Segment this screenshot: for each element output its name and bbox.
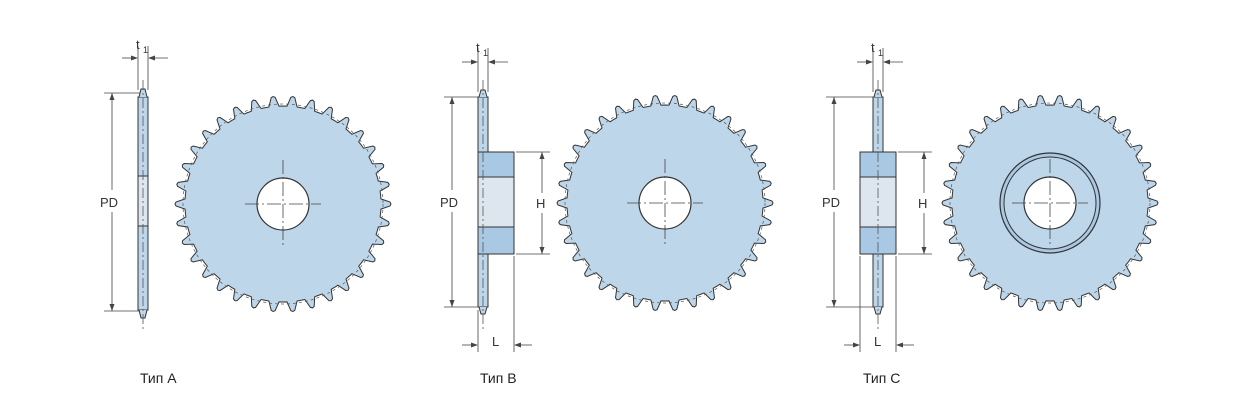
type-b-h-label: H [536,196,545,211]
type-b-label: Тип B [480,370,517,386]
type-c-pd-label: PD [822,195,840,210]
type-c-h-label: H [918,196,927,211]
type-a-pd-label: PD [100,195,118,210]
type-c-l-label: L [874,334,881,349]
type-a-front-view [174,95,392,313]
type-b-t1-label: t [476,40,480,55]
type-a-sprocket-gear [174,95,392,313]
type-b-front-view [556,94,774,312]
pitch-circle [182,103,384,305]
type-a-t1-subscript: 1 [143,45,148,55]
pitch-circle [949,102,1151,304]
type-c-front-view [941,94,1159,312]
type-c-t1-label: t [871,40,875,55]
type-c-label: Тип C [863,370,900,386]
type-b-sprocket-gear [556,94,774,312]
type-b-t1-subscript: 1 [483,48,488,58]
type-c-t1-subscript: 1 [878,48,883,58]
type-a-label: Тип A [140,370,177,386]
type-b-l-label: L [492,334,499,349]
type-b-side-view: t 1 PD H L [440,40,550,352]
type-b-hub-bore [478,177,514,227]
type-a-t1-label: t [136,37,140,52]
type-b-pd-label: PD [440,195,458,210]
pitch-circle [564,102,766,304]
type-a-side-view: t 1 PD [100,37,168,330]
type-c-side-view: t 1 PD H L [822,40,932,352]
type-c-sprocket-gear [941,94,1159,312]
